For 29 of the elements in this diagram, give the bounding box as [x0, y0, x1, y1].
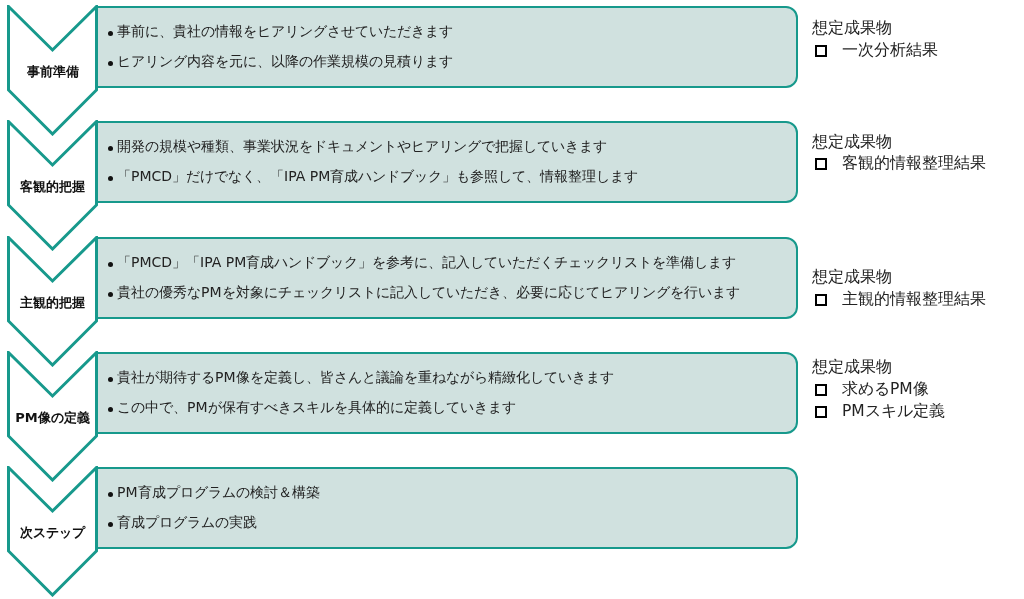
bullet-text: 貴社が期待するPM像を定義し、皆さんと議論を重ねながら精緻化していきます: [117, 368, 614, 387]
bullet-text: 「PMCD」だけでなく、「IPA PM育成ハンドブック」も参照して、情報整理します: [117, 168, 639, 187]
deliverable-item: 求めるPM像: [842, 379, 929, 400]
bullet-text: ヒアリング内容を元に、以降の作業規模の見積ります: [117, 53, 453, 71]
deliverables-heading: 想定成果物: [812, 18, 892, 39]
bullet-text: この中で、PMが保有すべきスキルを具体的に定義していきます: [117, 398, 516, 417]
bullet-text: 「PMCD」「IPA PM育成ハンドブック」を参考に、記入していただくチェックリストを準備します: [117, 253, 737, 272]
step-description-box: [96, 467, 798, 550]
deliverables-heading: 想定成果物: [812, 267, 892, 288]
bullet-text: 貴社の優秀なPMを対象にチェックリストに記入していただき、必要に応じてヒアリングを行います: [117, 283, 740, 302]
step-description-box: [96, 6, 798, 88]
deliverable-item: 一次分析結果: [842, 40, 938, 61]
step-label: PM像の定義: [14, 408, 91, 427]
deliverables-heading: 想定成果物: [812, 132, 892, 153]
deliverable-item: 主観的情報整理結果: [842, 289, 986, 310]
step-label: 客観的把握: [19, 178, 86, 197]
bullet-text: 育成プログラムの実践: [117, 514, 257, 533]
bullet-text: 事前に、貴社の情報をヒアリングさせていただきます: [117, 23, 453, 41]
deliverables-heading: 想定成果物: [812, 357, 892, 378]
step-description-box: [96, 236, 798, 319]
step-label: 次ステップ: [19, 524, 87, 543]
deliverable-item: 客観的情報整理結果: [842, 153, 986, 174]
bullet-text: 開発の規模や種類、事業状況をドキュメントやヒアリングで把握していきます: [117, 138, 607, 157]
step-description-box: [96, 121, 798, 204]
step-label: 事前準備: [25, 63, 80, 81]
step-label: 主観的把握: [19, 293, 86, 312]
deliverable-item: PMスキル定義: [842, 401, 945, 422]
step-description-box: [96, 351, 798, 434]
bullet-text: PM育成プログラムの検討＆構築: [117, 484, 320, 503]
